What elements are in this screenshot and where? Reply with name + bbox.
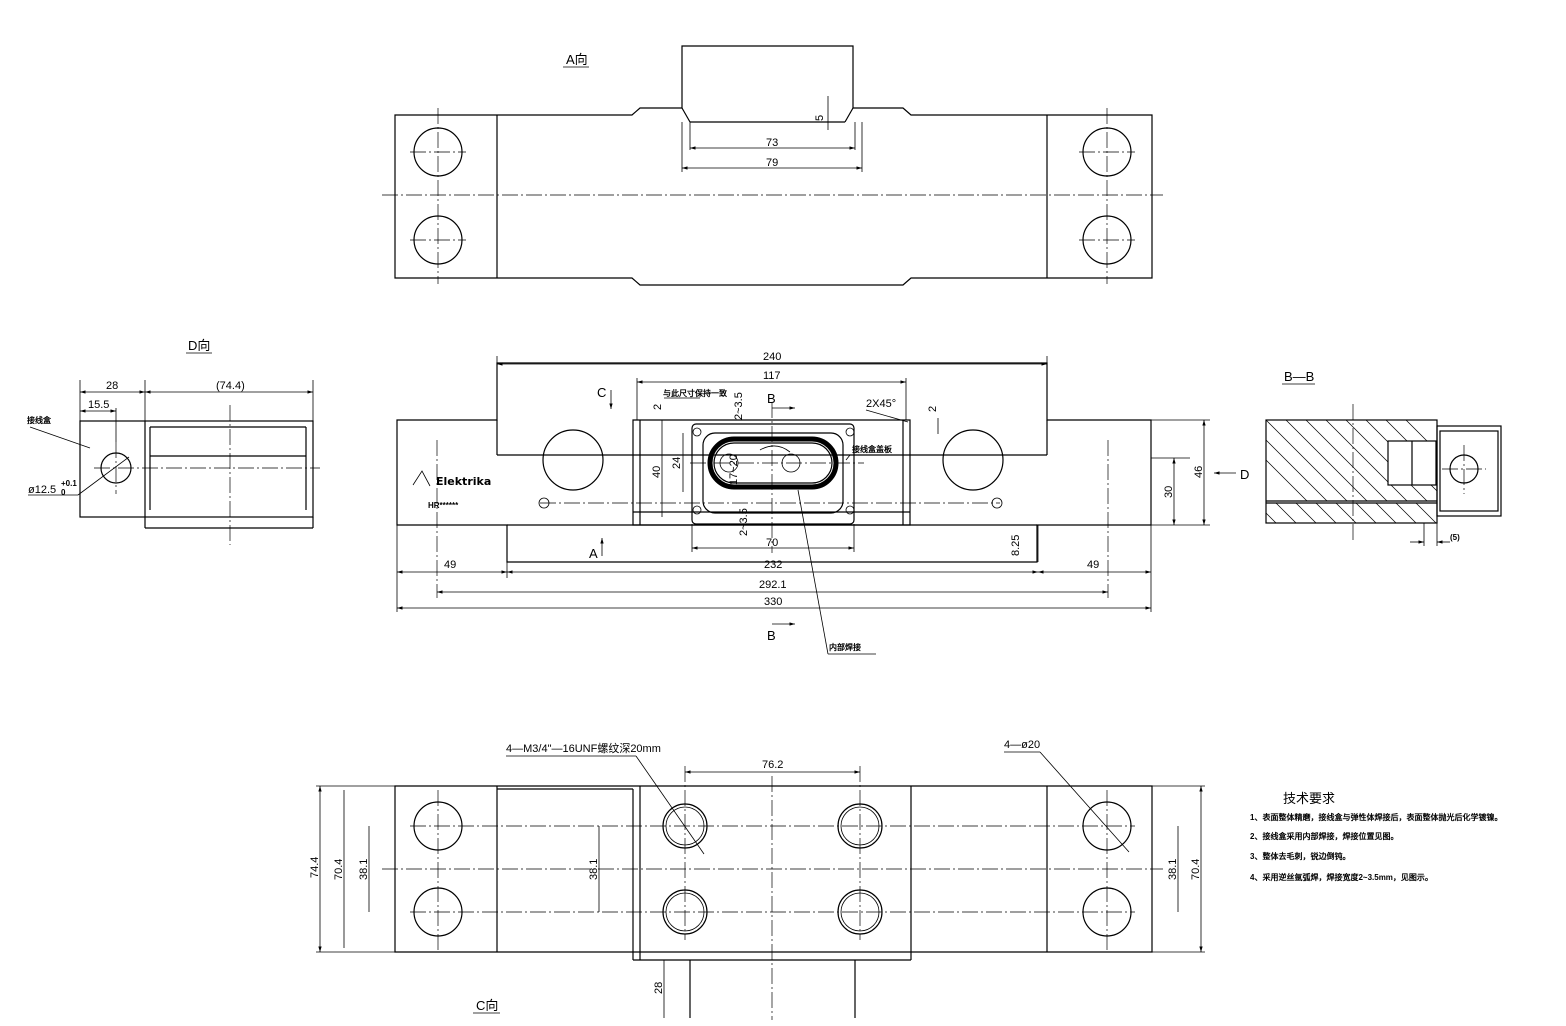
dim-38-1-right: 38.1 <box>1167 859 1179 880</box>
dim-40: 40 <box>651 466 663 478</box>
dim-70: 70 <box>766 537 778 549</box>
dim-2x45: 2X45° <box>866 398 896 410</box>
view-bb: B—B <box>1265 369 1502 546</box>
arrow-a-label: A <box>589 546 598 561</box>
dim-79: 79 <box>766 157 778 169</box>
tol-upper: +0.1 <box>61 479 77 488</box>
dim-49-left: 49 <box>444 559 456 571</box>
note-internal-weld: 内部焊接 <box>829 642 861 652</box>
dim-49-right: 49 <box>1087 559 1099 571</box>
view-a-label: A向 <box>566 52 588 67</box>
technical-requirements: 技术要求 1、表面整体精磨，接线盒与弹性体焊接后，表面整体抛光后化学镀镍。 2、… <box>1250 792 1502 882</box>
brand-logo: Elektrika <box>436 475 491 488</box>
requirement-item: 2、接线盒采用内部焊接，焊接位置见图。 <box>1250 831 1398 841</box>
dim-2-3-5-bottom: 2~3.5 <box>738 508 750 536</box>
dim-5: 5 <box>814 115 826 121</box>
dim-17-20: 17~20 <box>728 454 740 485</box>
logo-icon <box>412 470 431 487</box>
cut-b-top: B <box>767 391 776 406</box>
dim-292-1: 292.1 <box>759 579 787 591</box>
dim-70-4-left: 70.4 <box>333 859 345 880</box>
requirement-item: 3、整体去毛刺，锐边倒钝。 <box>1250 851 1350 861</box>
note-cover: 接线盒盖板 <box>852 444 893 454</box>
dim-73: 73 <box>766 137 778 149</box>
dim-46: 46 <box>1193 466 1205 478</box>
requirement-item: 4、采用逆丝氩弧焊，焊接宽度2~3.5mm，见图示。 <box>1250 872 1433 882</box>
view-main: Elektrika HR****** 240 117 C B 与此尺寸保持一致 … <box>396 351 1249 655</box>
arrow-d-label: D <box>1240 467 1249 482</box>
requirements-title: 技术要求 <box>1283 792 1335 807</box>
dim-38-1-left: 38.1 <box>358 859 370 880</box>
serial-number: HR****** <box>428 501 459 510</box>
cut-b-bottom: B <box>767 628 776 643</box>
dim-30: 30 <box>1163 486 1175 498</box>
dim-24: 24 <box>671 457 683 469</box>
view-c: 76.2 74.4 70.4 38.1 38.1 38.1 70.4 28 4—… <box>309 739 1205 1020</box>
dim-phi-12-5: ø12.5 <box>28 484 56 496</box>
dim-2-left: 2 <box>652 404 664 410</box>
note-junction-box: 接线盒 <box>27 415 52 425</box>
dim-240: 240 <box>763 351 781 363</box>
view-c-label: C向 <box>476 998 498 1013</box>
dim-2-3-5-top: 2~3.5 <box>733 392 745 420</box>
dim-15-5: 15.5 <box>88 399 109 411</box>
dim-330: 330 <box>764 596 782 608</box>
dim-232: 232 <box>764 559 782 571</box>
note-4-holes: 4—ø20 <box>1004 739 1040 751</box>
dim-76-2: 76.2 <box>762 759 783 771</box>
dim-5-bb: (5) <box>1450 533 1460 542</box>
dim-2-right: 2 <box>927 406 939 412</box>
dim-74-4: (74.4) <box>216 380 245 392</box>
arrow-c-label: C <box>597 385 606 400</box>
dim-28-c: 28 <box>653 982 665 994</box>
view-bb-label: B—B <box>1284 369 1314 384</box>
note-thread: 4—M3/4"—16UNF螺纹深20mm <box>506 741 661 755</box>
view-a: A向 73 79 5 <box>382 45 1163 286</box>
note-same-size: 与此尺寸保持一致 <box>663 388 728 398</box>
dim-117: 117 <box>763 370 781 382</box>
view-d-label: D向 <box>188 338 210 353</box>
dim-38-1-mid: 38.1 <box>588 859 600 880</box>
dim-70-4-right: 70.4 <box>1190 859 1202 880</box>
requirement-item: 1、表面整体精磨，接线盒与弹性体焊接后，表面整体抛光后化学镀镍。 <box>1250 812 1502 822</box>
dim-28: 28 <box>106 380 118 392</box>
dim-74-4-c: 74.4 <box>309 857 321 878</box>
view-d: D向 28 (74.4) 15.5 接线盒 ø12.5 +0.1 0 <box>27 338 320 545</box>
dim-8-25: 8.25 <box>1010 535 1022 556</box>
tol-lower: 0 <box>61 488 66 497</box>
